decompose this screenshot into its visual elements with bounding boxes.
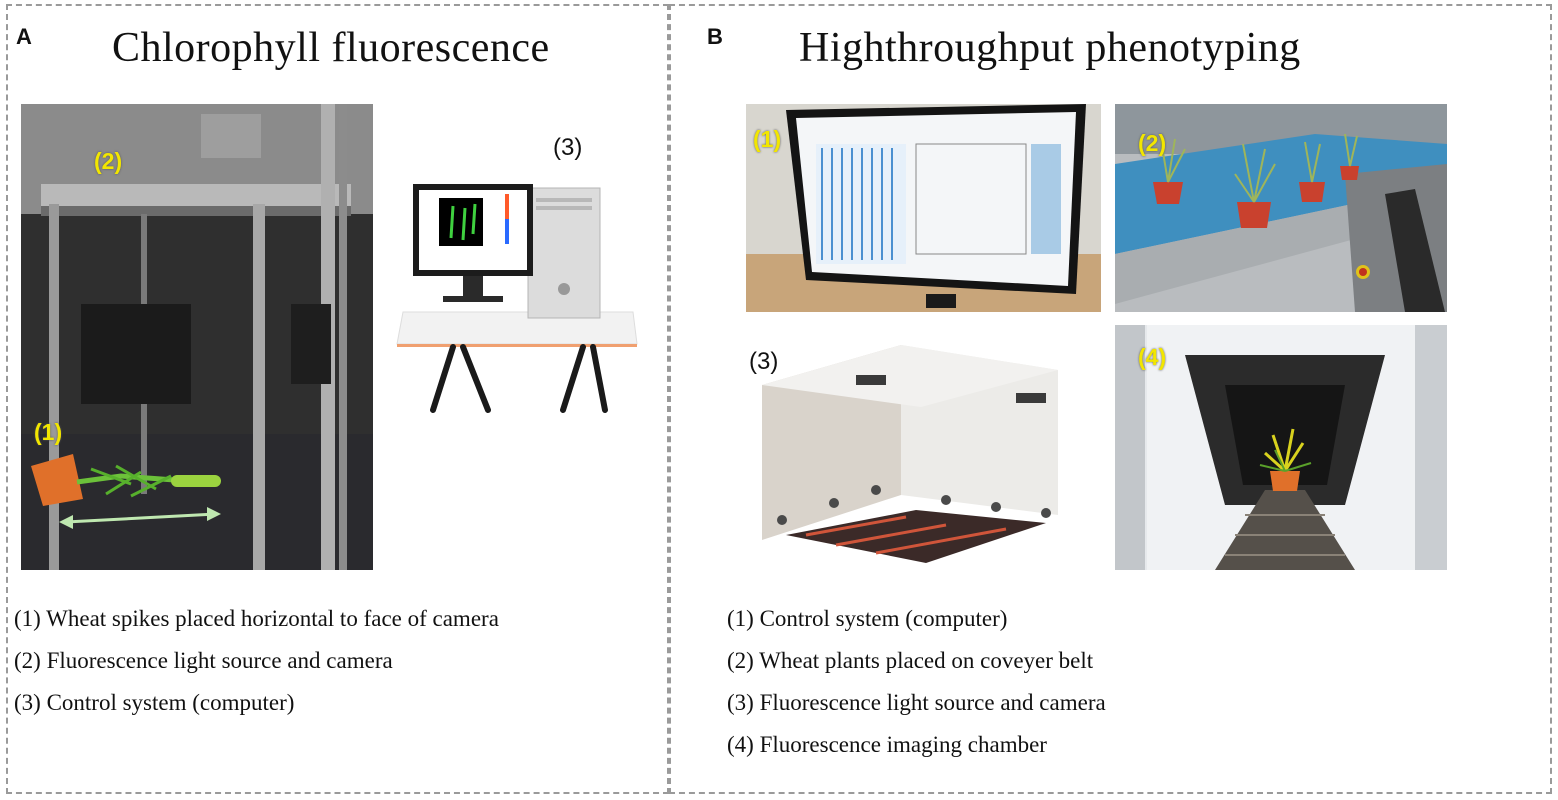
panel-b: B Highthroughput phenotyping (1) bbox=[669, 4, 1552, 794]
panel-b-caption-item: (4) Fluorescence imaging chamber bbox=[727, 732, 1047, 757]
panel-b-title: Highthroughput phenotyping bbox=[799, 25, 1301, 71]
panel-b-caption-item: (3) Fluorescence light source and camera bbox=[727, 690, 1106, 715]
panel-b-caption-item: (1) Control system (computer) bbox=[727, 606, 1008, 631]
marker-chamber-render: (3) bbox=[749, 348, 779, 375]
panel-a: A Chlorophyll fluorescence bbox=[6, 4, 669, 794]
panel-a-caption-list: (1) Wheat spikes placed horizontal to fa… bbox=[14, 604, 499, 730]
panel-a-caption-item: (1) Wheat spikes placed horizontal to fa… bbox=[14, 606, 499, 631]
marker-wheat-spike: (1) bbox=[34, 419, 63, 445]
panel-a-caption-item: (3) Control system (computer) bbox=[14, 690, 295, 715]
chamber-render bbox=[746, 325, 1102, 570]
panel-a-letter: A bbox=[16, 24, 32, 49]
panel-b-caption-list: (1) Control system (computer) (2) Wheat … bbox=[727, 604, 1106, 772]
marker-control-system: (1) bbox=[753, 126, 782, 152]
marker-imaging-chamber: (4) bbox=[1138, 344, 1167, 370]
imaging-chamber-photo bbox=[1115, 325, 1447, 570]
marker-light-source: (2) bbox=[94, 148, 123, 174]
conveyor-belt-photo bbox=[1115, 104, 1447, 312]
panel-a-title: Chlorophyll fluorescence bbox=[112, 25, 550, 71]
panel-b-caption-item: (2) Wheat plants placed on coveyer belt bbox=[727, 648, 1094, 673]
control-system-photo bbox=[746, 104, 1101, 312]
marker-computer: (3) bbox=[553, 134, 583, 161]
panel-a-caption-item: (2) Fluorescence light source and camera bbox=[14, 648, 393, 673]
computer-illustration bbox=[393, 174, 643, 416]
marker-conveyor-belt: (2) bbox=[1138, 130, 1167, 156]
imaging-rig-photo bbox=[21, 104, 373, 570]
panel-b-letter: B bbox=[707, 24, 723, 49]
